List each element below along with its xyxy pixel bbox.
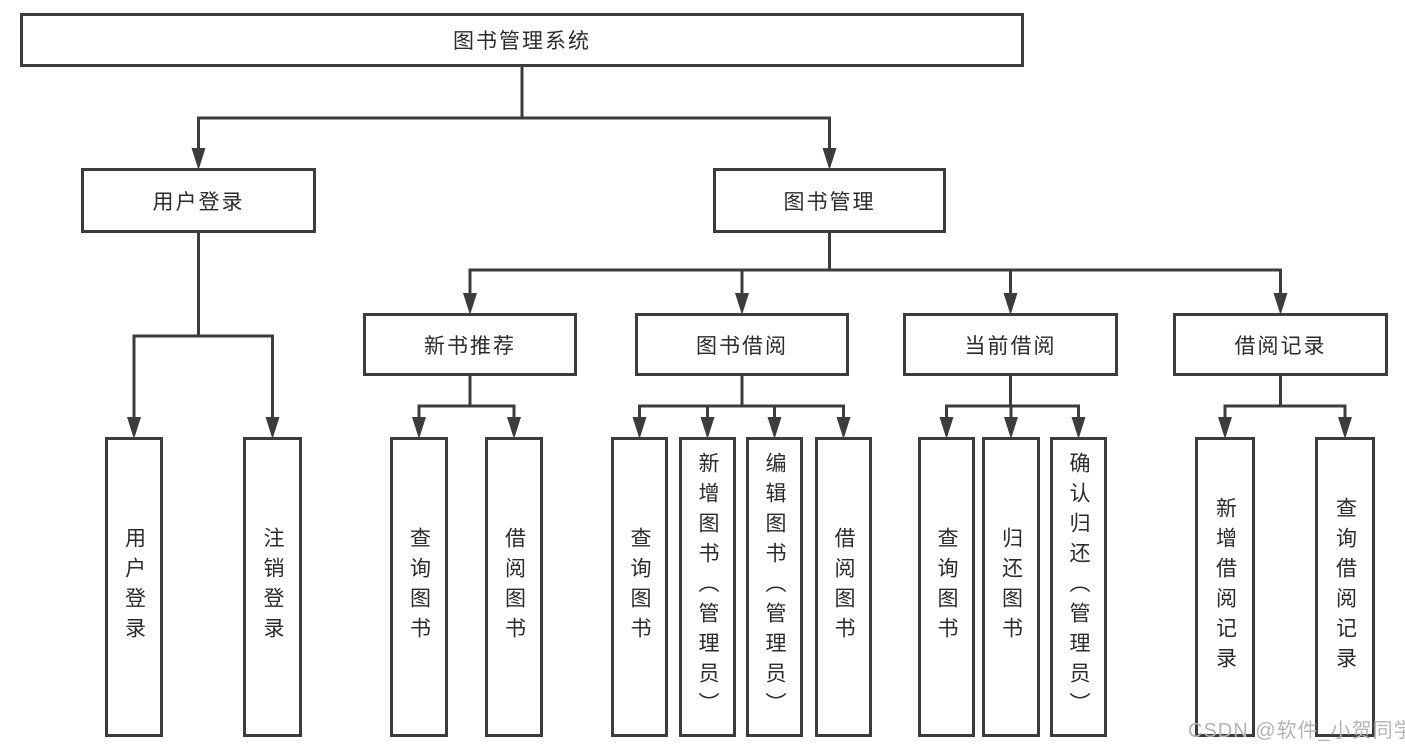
node-bb-query: 查询图书 — [611, 437, 668, 737]
node-label-bb-edit: 编辑图书（管理员） — [763, 452, 786, 722]
node-label-bb-borrow: 借阅图书 — [832, 527, 855, 647]
node-label-br-add: 新增借阅记录 — [1213, 497, 1237, 677]
node-bb-edit: 编辑图书（管理员） — [746, 437, 803, 737]
node-label-user-login: 用户登录 — [152, 190, 245, 214]
node-label-cb-confirm: 确认归还（管理员） — [1067, 452, 1090, 722]
node-nbr-borrow: 借阅图书 — [485, 437, 543, 737]
node-label-logout: 注销登录 — [261, 527, 284, 647]
node-label-cb-query: 查询图书 — [935, 527, 958, 647]
node-cb-return: 归还图书 — [982, 437, 1040, 737]
node-user-login: 用户登录 — [81, 168, 316, 233]
node-label-login: 用户登录 — [122, 527, 146, 647]
node-label-book-mgmt: 图书管理 — [783, 190, 876, 214]
node-label-bb-query: 查询图书 — [628, 527, 651, 647]
node-cb-confirm: 确认归还（管理员） — [1050, 437, 1107, 737]
watermark: CSDN @软件_小贺同学 — [1188, 720, 1405, 742]
node-borrow-record: 借阅记录 — [1173, 313, 1388, 376]
node-label-cb-return: 归还图书 — [999, 527, 1023, 647]
node-label-new-book-rec: 新书推荐 — [424, 334, 516, 358]
node-label-nbr-borrow: 借阅图书 — [502, 527, 526, 647]
node-label-br-query: 查询借阅记录 — [1333, 497, 1357, 677]
node-label-bb-add: 新增图书（管理员） — [696, 452, 719, 722]
node-label-nbr-query: 查询图书 — [407, 527, 431, 647]
node-new-book-rec: 新书推荐 — [363, 313, 577, 376]
node-br-add: 新增借阅记录 — [1195, 437, 1255, 737]
node-br-query: 查询借阅记录 — [1315, 437, 1375, 737]
node-bb-add: 新增图书（管理员） — [679, 437, 736, 737]
node-root: 图书管理系统 — [20, 13, 1024, 67]
node-label-borrow-record: 借阅记录 — [1234, 334, 1327, 358]
node-login: 用户登录 — [105, 437, 163, 737]
node-book-mgmt: 图书管理 — [713, 168, 946, 233]
node-nbr-query: 查询图书 — [390, 437, 448, 737]
node-cb-query: 查询图书 — [918, 437, 975, 737]
node-logout: 注销登录 — [243, 437, 302, 737]
node-bb-borrow: 借阅图书 — [815, 437, 872, 737]
node-label-book-borrow: 图书借阅 — [696, 334, 788, 358]
node-book-borrow: 图书借阅 — [635, 313, 849, 376]
node-current-borrow: 当前借阅 — [903, 313, 1118, 376]
node-label-current-borrow: 当前借阅 — [964, 334, 1057, 358]
node-label-root: 图书管理系统 — [453, 30, 591, 53]
